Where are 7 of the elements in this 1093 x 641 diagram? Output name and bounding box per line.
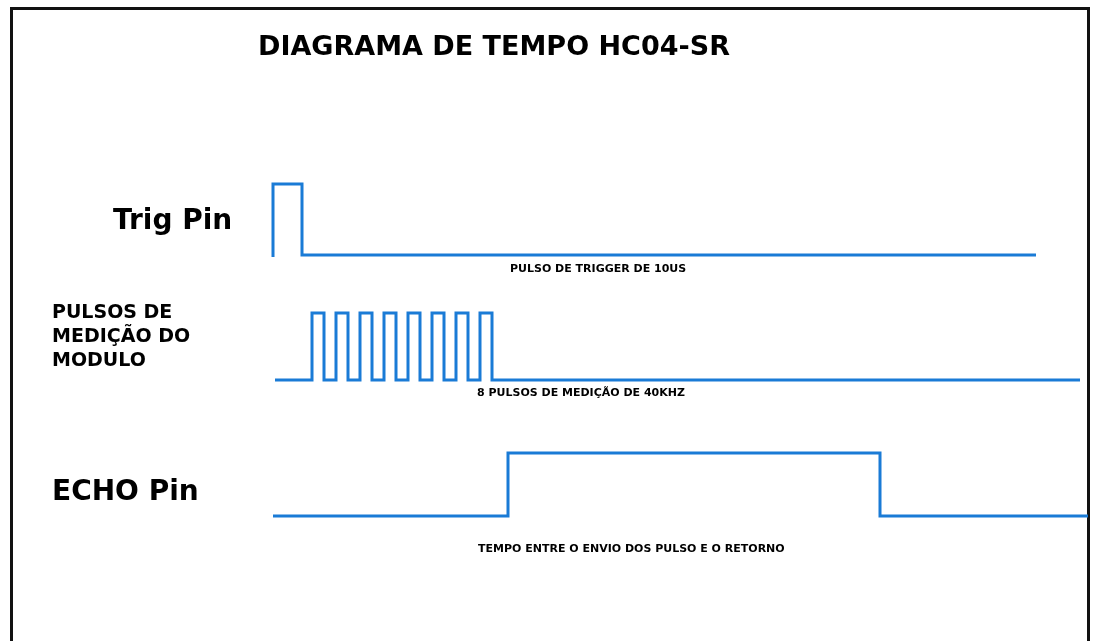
signal-note: 8 PULSOS DE MEDIÇÃO DE 40KHZ [477,386,685,399]
signal-note: TEMPO ENTRE O ENVIO DOS PULSO E O RETORNO [478,542,785,555]
diagram-title: DIAGRAMA DE TEMPO HC04-SR [258,30,730,61]
signal-name: ECHO Pin [52,474,199,507]
signal-name: PULSOS DE MEDIÇÃO DO MODULO [52,300,192,372]
signal-note: PULSO DE TRIGGER DE 10US [510,262,687,275]
signal-name: Trig Pin [113,203,233,236]
